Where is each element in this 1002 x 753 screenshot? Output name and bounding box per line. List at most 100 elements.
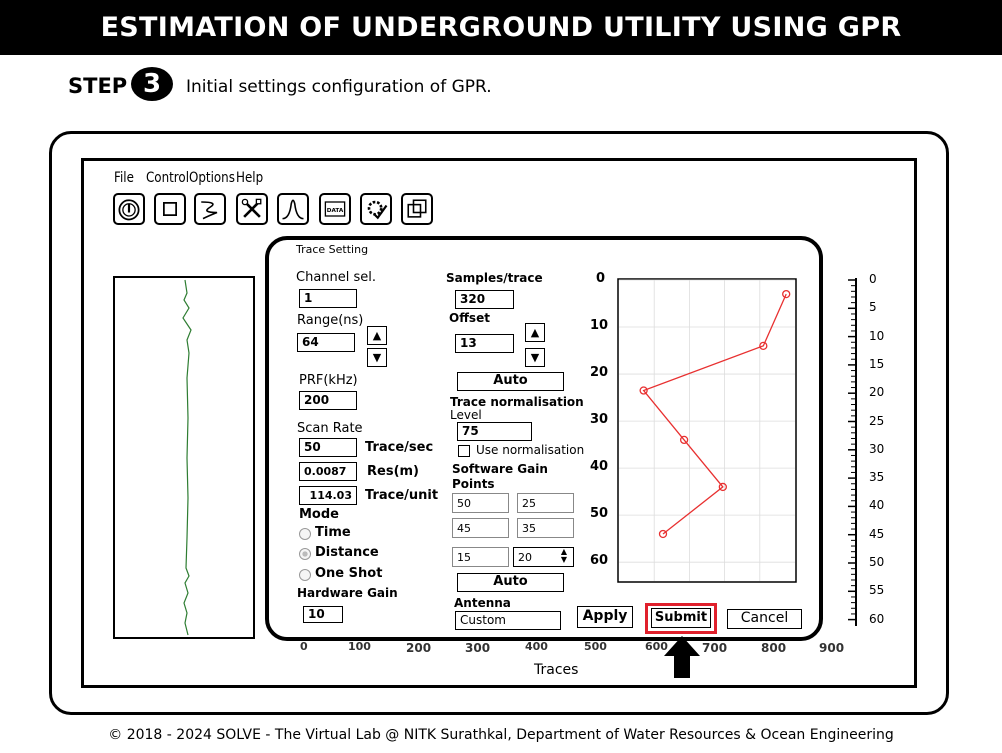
offset-down-button[interactable]: ▼ <box>525 348 545 367</box>
wave-icon[interactable] <box>194 193 226 225</box>
antenna-label: Antenna <box>454 596 511 610</box>
right-axis-tick: 40 <box>869 498 885 513</box>
scan-rate-unit: Trace/sec <box>365 440 434 455</box>
trace-unit-input[interactable]: 114.03 <box>299 486 357 505</box>
antenna-select[interactable]: Custom <box>455 611 561 630</box>
range-up-button[interactable]: ▲ <box>367 326 387 345</box>
trace-line <box>182 279 192 636</box>
gauge-icon[interactable] <box>113 193 145 225</box>
arrow-down-icon: ▼ <box>372 351 382 364</box>
mode-one-shot-label: One Shot <box>315 566 383 581</box>
chart-y-tick: 60 <box>590 553 609 569</box>
offset-up-button[interactable]: ▲ <box>525 323 545 342</box>
trace-norm-level-input[interactable]: 75 <box>457 422 532 441</box>
res-input[interactable]: 0.0087 <box>299 462 357 481</box>
bell-curve-icon[interactable] <box>277 193 309 225</box>
menu-file[interactable]: File <box>114 170 134 186</box>
trace-norm-level-label: Level <box>450 408 482 422</box>
mode-one-shot-radio[interactable] <box>299 569 311 581</box>
gain-point-spinner-value: 20 <box>518 551 532 564</box>
mode-time-radio[interactable] <box>299 528 311 540</box>
spinner-arrows-icon[interactable]: ▲▼ <box>560 547 567 564</box>
right-axis-tick: 35 <box>869 470 885 485</box>
footer-copyright: © 2018 - 2024 SOLVE - The Virtual Lab @ … <box>108 727 894 743</box>
submit-highlight <box>645 603 717 634</box>
x-tick-800: 800 <box>761 641 787 655</box>
gear-check-icon[interactable] <box>360 193 392 225</box>
chart-y-tick: 0 <box>596 271 606 286</box>
arrow-down-icon: ▼ <box>530 351 540 364</box>
cancel-button[interactable]: Cancel <box>727 609 802 629</box>
tools-icon[interactable] <box>236 193 268 225</box>
arrow-up-icon: ▲ <box>372 329 382 342</box>
right-axis-tick: 45 <box>869 526 885 541</box>
chart-y-tick: 20 <box>590 365 609 381</box>
gain-auto-button[interactable]: Auto <box>457 573 564 592</box>
x-tick-300: 300 <box>465 641 491 655</box>
gain-point-input[interactable]: 50 <box>452 493 509 513</box>
mode-distance-label: Distance <box>315 545 379 560</box>
chart-point[interactable] <box>782 289 791 299</box>
hardware-gain-label: Hardware Gain <box>297 586 398 600</box>
hardware-gain-input[interactable]: 10 <box>303 606 343 623</box>
menu-options[interactable]: Options <box>189 170 235 186</box>
x-tick-700: 700 <box>702 641 728 655</box>
offset-auto-button[interactable]: Auto <box>457 372 564 391</box>
use-normalisation-checkbox[interactable] <box>458 445 470 457</box>
dialog-title: Trace Setting <box>296 243 369 256</box>
x-tick-0: 0 <box>300 640 308 653</box>
range-down-button[interactable]: ▼ <box>367 348 387 367</box>
right-axis-tick: 50 <box>869 555 885 569</box>
step-number-badge: 3 <box>131 67 173 101</box>
pointer-arrow-icon <box>664 636 700 678</box>
right-axis-tick: 20 <box>869 385 885 400</box>
menu-help[interactable]: Help <box>236 170 264 186</box>
software-gain-points-label: Points <box>452 477 495 491</box>
chart-y-tick: 10 <box>590 318 609 334</box>
gain-point-input[interactable]: 15 <box>452 547 509 567</box>
right-axis-ruler <box>848 278 857 626</box>
x-axis-label: Traces <box>534 662 579 678</box>
right-axis-tick: 60 <box>869 611 885 626</box>
right-axis-tick: 30 <box>869 441 885 456</box>
mode-time-label: Time <box>315 525 351 540</box>
mode-distance-radio[interactable] <box>299 548 311 560</box>
x-tick-500: 500 <box>584 640 607 653</box>
submit-button[interactable]: Submit <box>651 608 711 628</box>
chart-y-tick: 50 <box>590 506 609 522</box>
gain-point-spinner[interactable]: 20 ▲▼ <box>513 547 574 567</box>
prf-label: PRF(kHz) <box>299 373 358 388</box>
square-icon[interactable] <box>154 193 186 225</box>
x-tick-100: 100 <box>348 640 371 653</box>
gain-chart <box>617 278 797 583</box>
layers-icon[interactable] <box>401 193 433 225</box>
data-icon[interactable]: DATA <box>319 193 351 225</box>
apply-button[interactable]: Apply <box>577 606 633 628</box>
scan-rate-input[interactable]: 50 <box>299 438 357 457</box>
step-label: STEP <box>68 74 128 98</box>
chart-point[interactable] <box>759 341 768 350</box>
gain-point-input[interactable]: 35 <box>517 518 574 538</box>
gain-point-input[interactable]: 45 <box>452 518 509 538</box>
chart-point[interactable] <box>718 482 727 492</box>
prf-input[interactable]: 200 <box>299 391 357 410</box>
range-input[interactable]: 64 <box>297 333 355 352</box>
chart-point[interactable] <box>679 435 689 445</box>
offset-label: Offset <box>449 311 490 325</box>
samples-trace-input[interactable]: 320 <box>455 290 514 309</box>
menu-control[interactable]: Control <box>146 170 190 186</box>
gain-point-input[interactable]: 25 <box>517 493 574 513</box>
x-tick-400: 400 <box>525 640 548 653</box>
res-unit: Res(m) <box>367 464 419 479</box>
channel-sel-input[interactable]: 1 <box>299 289 357 308</box>
chart-point[interactable] <box>658 529 668 539</box>
data-icon-text: DATA <box>327 208 344 214</box>
chart-point[interactable] <box>639 386 648 395</box>
mode-label: Mode <box>299 507 339 522</box>
x-tick-600: 600 <box>645 640 668 653</box>
offset-input[interactable]: 13 <box>455 334 514 353</box>
x-tick-900: 900 <box>819 641 845 655</box>
x-tick-200: 200 <box>406 641 432 655</box>
software-window <box>81 158 917 688</box>
samples-trace-label: Samples/trace <box>446 271 543 285</box>
